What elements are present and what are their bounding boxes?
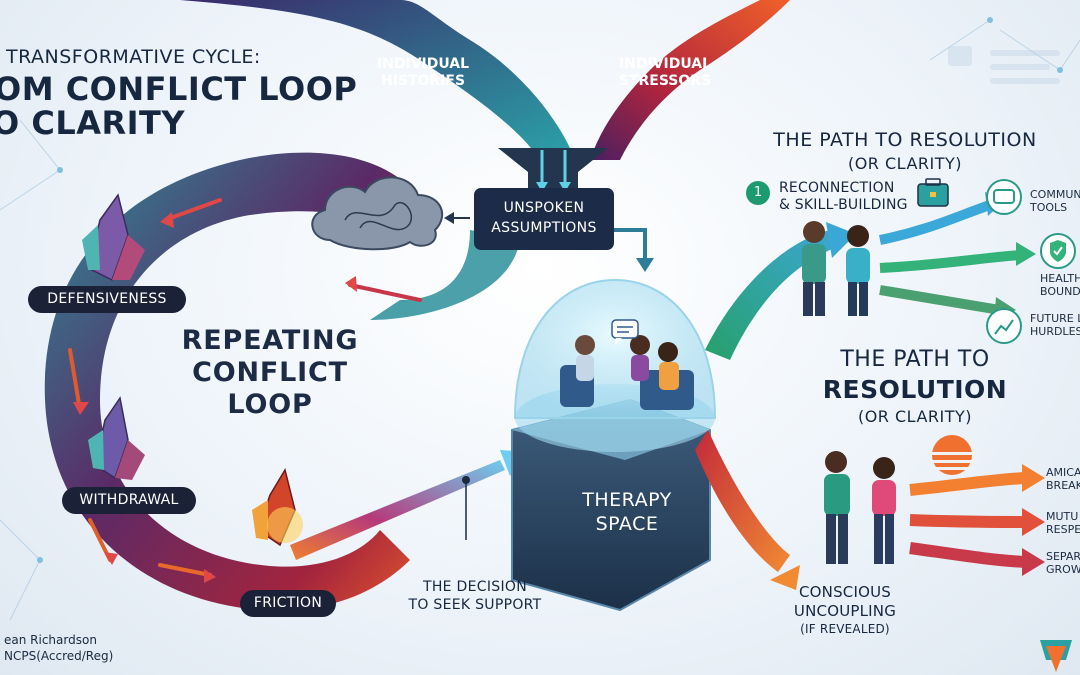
individual-stressors-label: INDIVIDUAL STRESSORS [618, 56, 712, 89]
repeating-conflict-loop-title: REPEATING CONFLICT LOOP [181, 325, 359, 420]
histories-stream [180, 0, 575, 160]
logo-icon [1040, 640, 1072, 672]
outcome-amicable-break: AMICA BREAK [1046, 466, 1080, 492]
therapy-space [511, 278, 717, 612]
funnel [498, 148, 608, 190]
sunset-icon [926, 435, 980, 475]
stressors-stream [590, 0, 790, 160]
chart-arrow-icon [986, 308, 1022, 344]
path-to-resolution-center: THE PATH TO RESOLUTION (OR CLARITY) [822, 347, 1008, 426]
crystal-icon [82, 193, 145, 282]
conflict-loop-ring [44, 152, 430, 611]
reconnected-couple [802, 221, 870, 316]
author-credit: ean Richardson NCPS(Accred/Reg) [4, 633, 114, 663]
conscious-uncoupling-label: CONSCIOUS UNCOUPLING (IF REVEALED) [793, 583, 897, 636]
crystal-icon [88, 396, 145, 480]
shield-check-icon [1040, 233, 1076, 269]
title-line-2: OM CONFLICT LOOP [0, 70, 358, 108]
title-line-1: TRANSFORMATIVE CYCLE: [6, 46, 261, 68]
defensiveness-label: DEFENSIVENESS [28, 286, 186, 313]
crystal-icon [252, 468, 303, 547]
title-line-3: O CLARITY [0, 104, 186, 142]
window-decoration [948, 46, 1060, 84]
uncoupling-couple [824, 451, 896, 564]
therapy-space-label: THERAPY SPACE [582, 489, 672, 535]
cloud-icon [311, 176, 444, 251]
decision-to-seek-support-label: THE DECISION TO SEEK SUPPORT [408, 579, 542, 613]
path-to-resolution-heading: THE PATH TO RESOLUTION (OR CLARITY) [773, 129, 1037, 173]
outcome-healthy-boundaries: HEALTH BOUNDAR [1040, 272, 1080, 298]
individual-histories-label: INDIVIDUAL HISTORIES [376, 56, 470, 89]
briefcase-icon [917, 178, 949, 207]
friction-label: FRICTION [240, 590, 336, 617]
uncoupling-arrow [695, 430, 790, 572]
outcome-future-hurdles: FUTURE L HURDLES [1030, 312, 1080, 338]
step-number-badge: 1 [746, 181, 770, 205]
support-beam [290, 460, 505, 560]
outcome-communication-tools: COMMUN TOOLS [1030, 188, 1080, 214]
withdrawal-label: WITHDRAWAL [62, 487, 196, 514]
speech-bubble-icon [611, 319, 639, 345]
reconnection-label: RECONNECTION & SKILL-BUILDING [779, 180, 908, 213]
outcome-separate-growth: SEPAR GROW [1046, 550, 1080, 576]
speech-bubble-icon [986, 179, 1022, 215]
unspoken-assumptions-box: UNSPOKEN ASSUMPTIONS [474, 188, 614, 250]
outcome-mutual-respect: MUTU RESPE [1046, 510, 1080, 536]
